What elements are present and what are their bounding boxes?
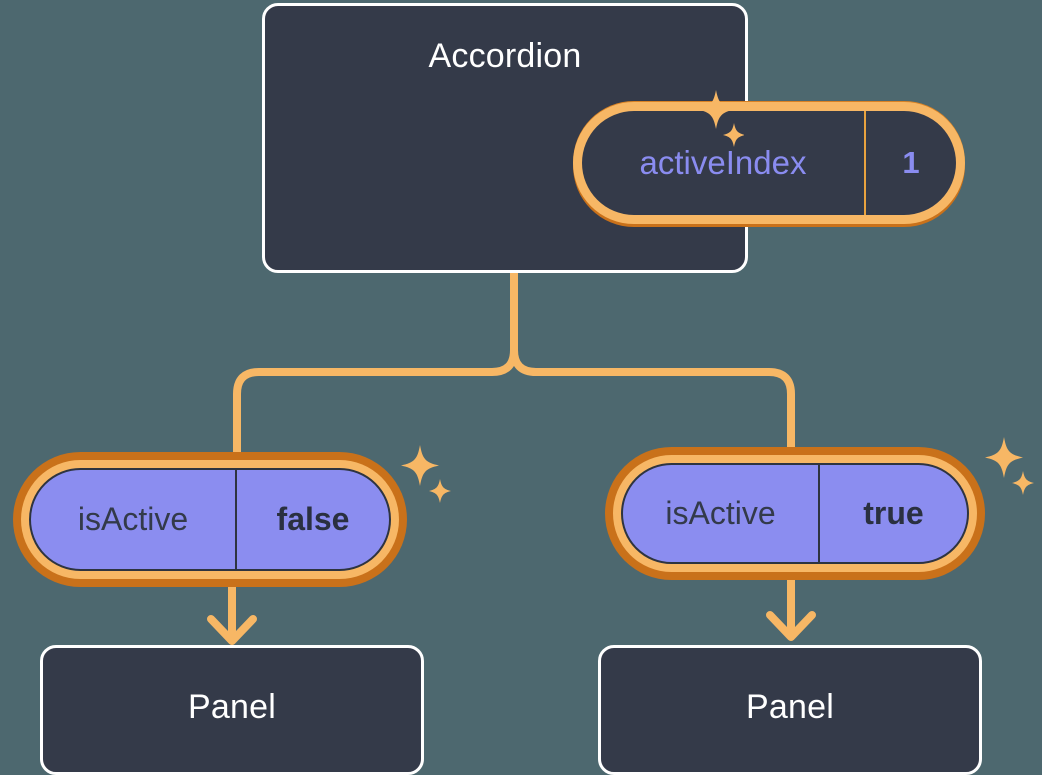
accordion-title: Accordion	[428, 37, 582, 75]
arrow-head-right	[766, 611, 816, 641]
state-pill-activeindex[interactable]: activeIndex 1	[573, 102, 965, 224]
prop-pill-isactive-false[interactable]: isActive false	[13, 452, 407, 587]
panel-left-title: Panel	[188, 688, 276, 726]
arrow-head-left	[207, 615, 257, 645]
prop-pill-inner-ring: isActive false	[21, 460, 399, 579]
edge-accordion-to-panel-left	[233, 269, 518, 459]
state-pill-key-activeindex: activeIndex	[639, 144, 807, 181]
state-pill-body: activeIndex 1	[582, 111, 956, 215]
prop-pill-key-isactive-right: isActive	[665, 495, 776, 531]
component-card-panel-left[interactable]: Panel	[40, 645, 424, 775]
component-card-panel-right[interactable]: Panel	[598, 645, 982, 775]
prop-pill-body: isActive false	[29, 468, 391, 571]
edge-accordion-to-panel-right	[510, 269, 795, 454]
prop-pill-value-isactive-left: false	[235, 470, 389, 569]
prop-pill-inner-ring: isActive true	[613, 455, 977, 572]
state-pill-value-activeindex: 1	[864, 111, 956, 215]
prop-pill-value-isactive-right: true	[818, 465, 967, 562]
prop-pill-body: isActive true	[621, 463, 969, 564]
component-card-accordion[interactable]: Accordion activeIndex 1	[262, 3, 965, 273]
sparkle-four-point-large-icon-right	[985, 437, 1034, 495]
sparkle-four-point-large-icon-left	[401, 445, 451, 503]
prop-pill-isactive-true[interactable]: isActive true	[605, 447, 985, 580]
panel-right-title: Panel	[746, 688, 834, 726]
prop-pill-key-isactive-left: isActive	[77, 501, 189, 537]
